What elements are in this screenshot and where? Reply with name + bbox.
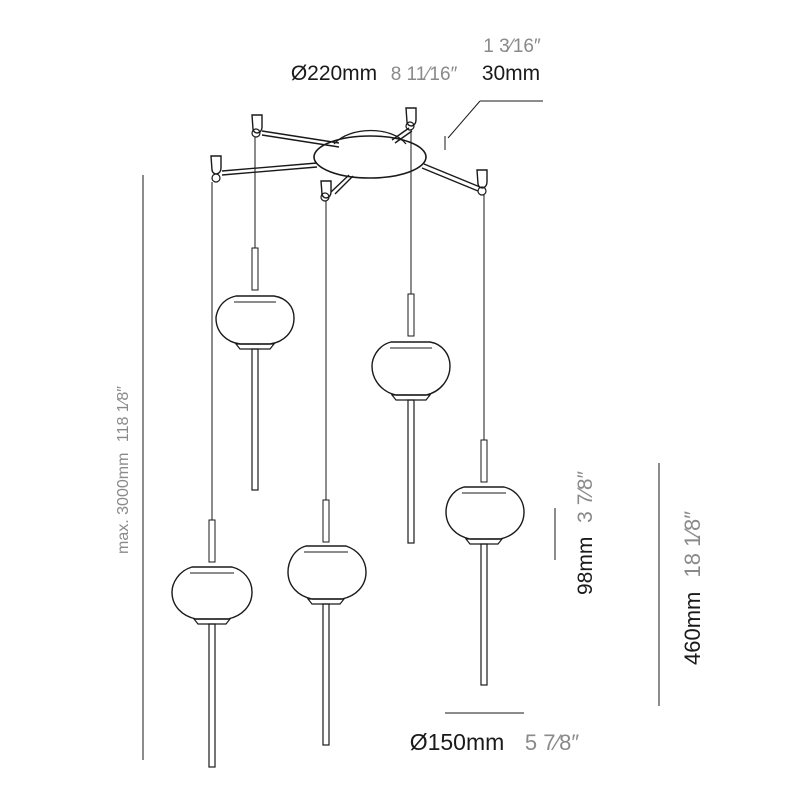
canopy-height-metric-label: 30mm (482, 62, 540, 85)
pendant-back-left (215, 137, 295, 491)
shade-diameter-metric: Ø150mm (410, 729, 505, 755)
pendant-length-metric: 460mm (680, 592, 705, 665)
suspension-arms (221, 127, 481, 195)
overall-height-imperial: 118 1⁄8″ (115, 386, 132, 442)
pendant-length-label: 460mm 18 1⁄8″ (680, 511, 705, 665)
shade-height-dimension: 98mm 3 7⁄8″ (554, 470, 597, 595)
shade-diameter-imperial: 5 7⁄8″ (525, 730, 579, 755)
overall-height-dimension: max. 3000mm 118 1⁄8″ (115, 175, 144, 760)
pendant-back-right (371, 130, 451, 544)
arm-hooks (210, 107, 488, 202)
canopy-height-imperial-label: 1 3⁄16″ (483, 36, 541, 57)
canopy-diameter-imperial: 8 11⁄16″ (391, 64, 458, 85)
canopy-diameter-label: Ø220mm 8 11⁄16″ (291, 62, 458, 85)
ceiling-canopy (313, 129, 427, 179)
pendant-far-right (445, 195, 525, 686)
shade-height-imperial: 3 7⁄8″ (574, 470, 597, 522)
canopy-height-leader (444, 100, 543, 150)
pendant-length-imperial: 18 1⁄8″ (680, 511, 705, 578)
overall-height-metric: max. 3000mm (115, 453, 132, 554)
canopy-diameter-metric: Ø220mm (291, 62, 377, 85)
pendant-front-center (287, 201, 367, 746)
shade-height-metric: 98mm (574, 537, 597, 595)
pendant-far-left (171, 182, 253, 768)
shade-height-label: 98mm 3 7⁄8″ (574, 470, 597, 595)
shade-diameter-dimension: Ø150mm 5 7⁄8″ (410, 712, 579, 755)
overall-height-label: max. 3000mm 118 1⁄8″ (115, 386, 132, 554)
pendant-length-dimension: 460mm 18 1⁄8″ (658, 463, 705, 706)
